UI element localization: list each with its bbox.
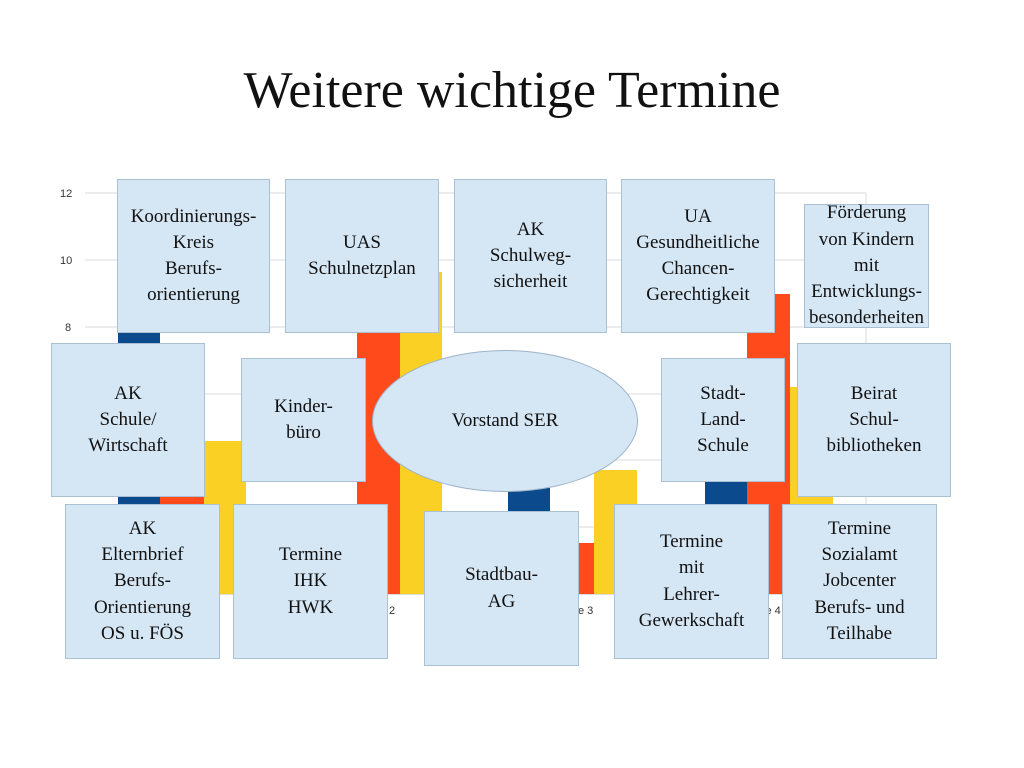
box-termine-sozialamt: Termine Sozialamt Jobcenter Berufs- und … [782,504,937,659]
box-kinderbuero: Kinder- büro [241,358,366,482]
box-ak-schule-wirtschaft: AK Schule/ Wirtschaft [51,343,205,497]
box-uas-schulnetzplan: UAS Schulnetzplan [285,179,439,333]
page-title: Weitere wichtige Termine [243,62,781,119]
box-stadt-land-schule: Stadt- Land- Schule [661,358,785,482]
box-termine-ihk-hwk: Termine IHK HWK [233,504,388,659]
y-tick-12: 12 [60,188,72,200]
y-tick-10: 10 [60,255,72,267]
box-ak-schulwegsicherheit: AK Schulweg- sicherheit [454,179,607,333]
x-tick-fragment-2: 2 [389,605,395,617]
y-tick-8: 8 [65,322,71,334]
box-koordinierungskreis: Koordinierungs- Kreis Berufs- orientieru… [117,179,270,333]
box-beirat-schulbibliotheken: Beirat Schul- bibliotheken [797,343,951,497]
box-foerderung-von-kindern: Förderung von Kindern mit Entwicklungs- … [804,202,929,328]
box-ua-gesundheitliche-chancengerechtigkeit: UA Gesundheitliche Chancen- Gerechtigkei… [621,179,775,333]
box-termine-lehrer-gewerkschaft: Termine mit Lehrer- Gewerkschaft [614,504,769,659]
ellipse-vorstand-ser: Vorstand SER [372,350,638,492]
chart-y-tick-labels: 12 10 8 [60,188,72,334]
box-stadtbau-ag: Stadtbau- AG [424,511,579,666]
x-tick-fragment-3: e 3 [578,605,593,617]
box-ak-elternbrief: AK Elternbrief Berufs- Orientierung OS u… [65,504,220,659]
